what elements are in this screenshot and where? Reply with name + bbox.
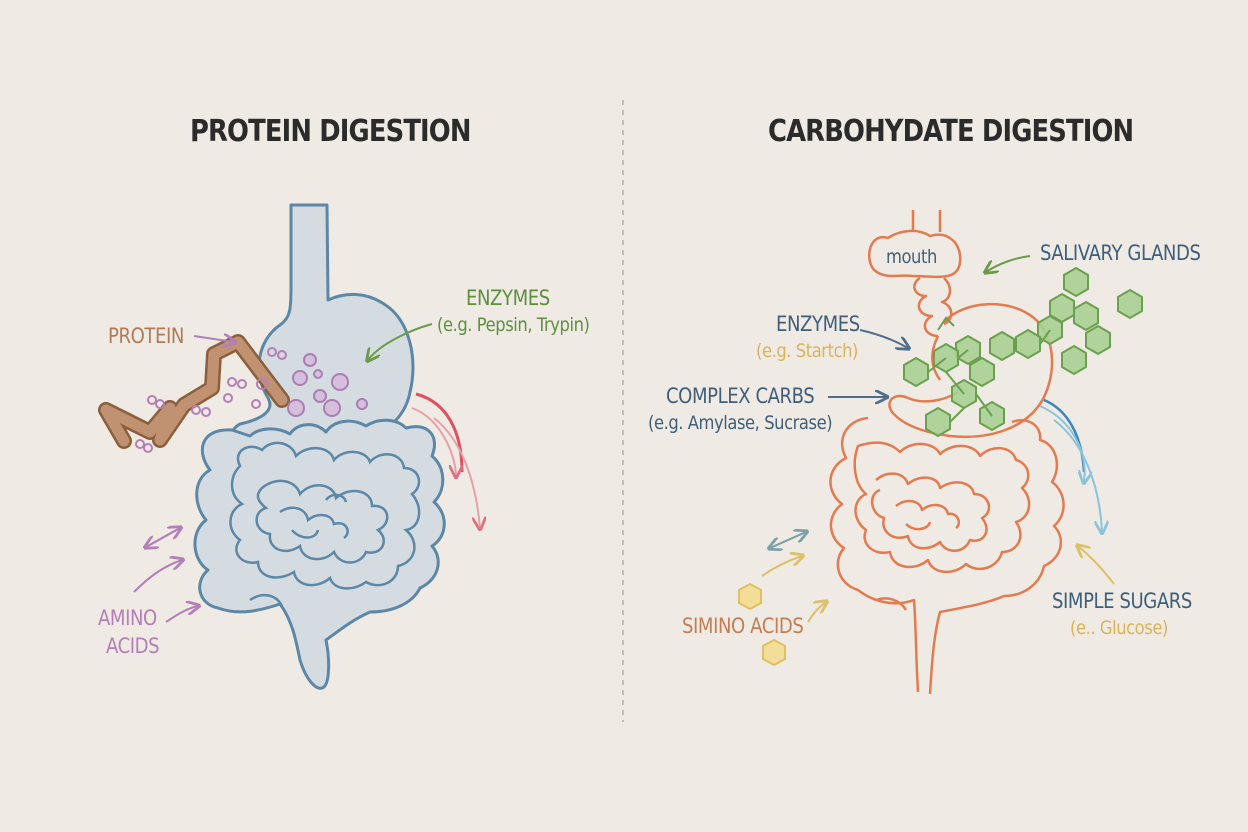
amino-label-line1: AMINO [98, 606, 157, 630]
simple-sugars-arrow [1078, 546, 1115, 585]
enzymes-example-left: (e.g. Pepsin, Trypin) [437, 314, 590, 336]
enzymes-label-right: ENZYMES [776, 312, 860, 336]
simino-label: SIMINO ACIDS [682, 614, 804, 638]
protein-digestive-tract [193, 203, 446, 690]
protein-title: PROTEIN DIGESTION [190, 114, 471, 149]
sugar-arrow-2 [807, 602, 826, 623]
mouth-label: mouth [886, 246, 937, 268]
amino-arrow-2 [133, 560, 182, 593]
salivary-label: SALIVARY GLANDS [1040, 241, 1201, 265]
starch-links [927, 316, 1051, 423]
amino-arrow-3 [165, 606, 198, 623]
stomach-particles [287, 353, 368, 417]
complex-carbs-example: (e.g. Amylase, Sucrase) [648, 412, 833, 434]
complex-carbs-label: COMPLEX CARBS [666, 384, 815, 408]
carb-digestive-tract [829, 210, 1065, 695]
sugar-arrow-1 [761, 556, 802, 577]
simple-sugars-label: SIMPLE SUGARS [1052, 589, 1192, 613]
protein-label: PROTEIN [108, 324, 184, 348]
amino-label-line2: ACIDS [106, 634, 160, 658]
starch-hexagons [903, 266, 1143, 438]
carb-title: CARBOHYDATE DIGESTION [768, 114, 1134, 149]
enzymes-arrow-right [859, 329, 908, 348]
simple-sugars-example: (e.. Glucose) [1070, 617, 1168, 639]
enzymes-example-right: (e.g. Startch) [756, 340, 859, 362]
sugar-hexagons [738, 582, 786, 667]
salivary-arrow [986, 255, 1031, 272]
enzymes-label-left: ENZYMES [466, 286, 550, 310]
absorption-arrow-pink [411, 407, 456, 476]
enzymes-arrow-left [368, 323, 433, 360]
amino-fragments [135, 347, 287, 453]
protein-arrow [193, 336, 234, 342]
absorption-arrow-red [415, 392, 464, 473]
